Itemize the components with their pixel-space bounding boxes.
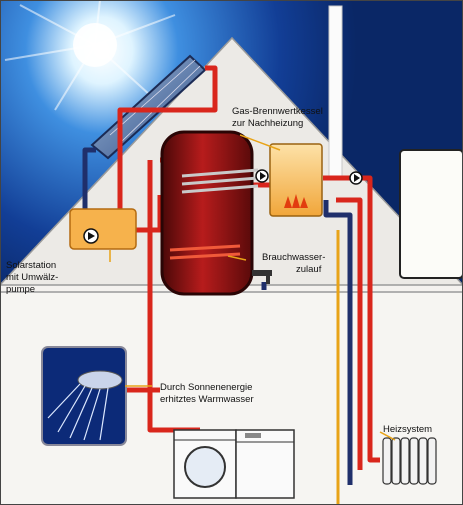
solar-station-label-1: Solarstation — [6, 260, 56, 271]
flame-icon — [284, 194, 308, 208]
heating-system-label: Heizsystem — [383, 424, 432, 435]
shower-icon — [41, 346, 127, 446]
chimney — [328, 5, 343, 177]
wall-boiler-unit — [399, 149, 463, 279]
storage-tank — [160, 130, 259, 296]
solar-water-label-2: erhitztes Warmwasser — [160, 394, 254, 405]
solar-station-box — [69, 208, 137, 250]
leader-lines — [109, 134, 396, 441]
water-inlet-label-1: Brauchwasser- — [262, 252, 325, 263]
washing-machine-icon — [173, 429, 237, 499]
pump-icon — [349, 171, 363, 185]
dishwasher-icon — [235, 429, 295, 499]
water-inlet-label-2: zulauf — [296, 264, 322, 275]
faucet-icon — [252, 270, 272, 284]
solar-station-label-2: mit Umwälz- — [6, 272, 58, 283]
gas-boiler-label-1: Gas-Brennwertkessel — [232, 106, 323, 117]
pump-icon — [255, 169, 269, 183]
gas-boiler — [269, 143, 323, 217]
gas-boiler-label-2: zur Nachheizung — [232, 118, 303, 129]
pump-icon — [83, 228, 99, 244]
solar-station-label-3: pumpe — [6, 284, 35, 295]
solar-water-label-1: Durch Sonnenenergie — [160, 382, 252, 393]
radiator-icon — [382, 437, 437, 485]
